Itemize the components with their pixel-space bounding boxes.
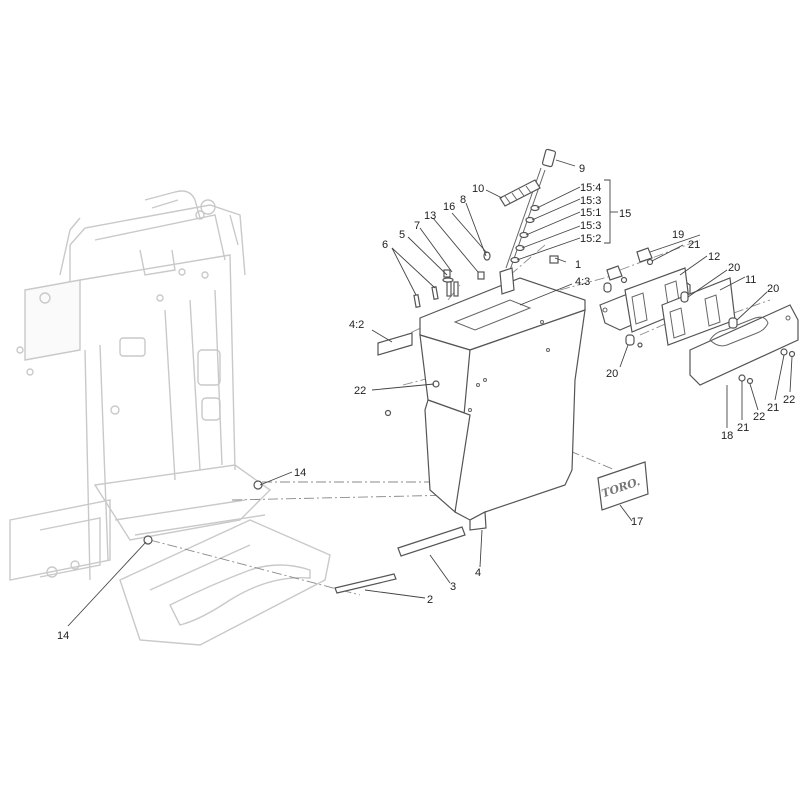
callout-21-right: 21 <box>767 402 779 414</box>
callout-8: 8 <box>460 194 466 206</box>
callout-20-middle: 20 <box>728 262 740 274</box>
hardware-top <box>384 251 559 417</box>
decal-4-2 <box>377 332 413 356</box>
callout-15-3-lower: 15:3 <box>580 220 601 232</box>
callout-19: 19 <box>672 229 684 241</box>
callout-20-right: 20 <box>767 283 779 295</box>
callout-labels: 1 2 3 4 4:2 4:3 5 6 7 8 9 10 11 12 13 14… <box>57 163 795 642</box>
callout-22-right: 22 <box>783 394 795 406</box>
callout-13: 13 <box>424 210 436 222</box>
callout-6: 6 <box>382 239 388 251</box>
decal-17: TORO. <box>597 461 649 511</box>
callout-14-upper: 14 <box>294 467 306 479</box>
leader-lines <box>67 159 793 627</box>
callout-2: 2 <box>427 594 433 606</box>
bracket-plates <box>599 247 799 386</box>
callout-21-upper: 21 <box>688 239 700 251</box>
callout-22-left: 22 <box>354 385 366 397</box>
rods <box>334 526 466 594</box>
callout-9: 9 <box>579 163 585 175</box>
callout-22-lower: 22 <box>753 411 765 423</box>
callout-18: 18 <box>721 430 733 442</box>
callout-20-left: 20 <box>606 368 618 380</box>
callout-12: 12 <box>708 251 720 263</box>
callout-10: 10 <box>472 183 484 195</box>
bolts-14 <box>143 480 263 545</box>
callout-7: 7 <box>414 220 420 232</box>
callout-15-3-upper: 15:3 <box>580 195 601 207</box>
callout-11: 11 <box>745 274 756 286</box>
callout-5: 5 <box>399 229 405 241</box>
machine-frame <box>9 190 331 646</box>
callout-17: 17 <box>631 516 643 528</box>
callout-15-4: 15:4 <box>580 182 601 194</box>
callout-15-1: 15:1 <box>580 207 601 219</box>
callout-4-2: 4:2 <box>349 319 364 331</box>
callout-15: 15 <box>619 208 631 220</box>
callout-16: 16 <box>443 201 455 213</box>
callout-21-lower: 21 <box>737 422 749 434</box>
lever-assembly <box>499 148 557 295</box>
callout-15-2: 15:2 <box>580 233 601 245</box>
callout-4: 4 <box>475 567 481 579</box>
callout-14-lower: 14 <box>57 630 69 642</box>
callout-1: 1 <box>575 259 581 271</box>
cover-part-4 <box>419 277 586 531</box>
callout-4-3: 4:3 <box>575 276 590 288</box>
callout-3: 3 <box>450 581 456 593</box>
